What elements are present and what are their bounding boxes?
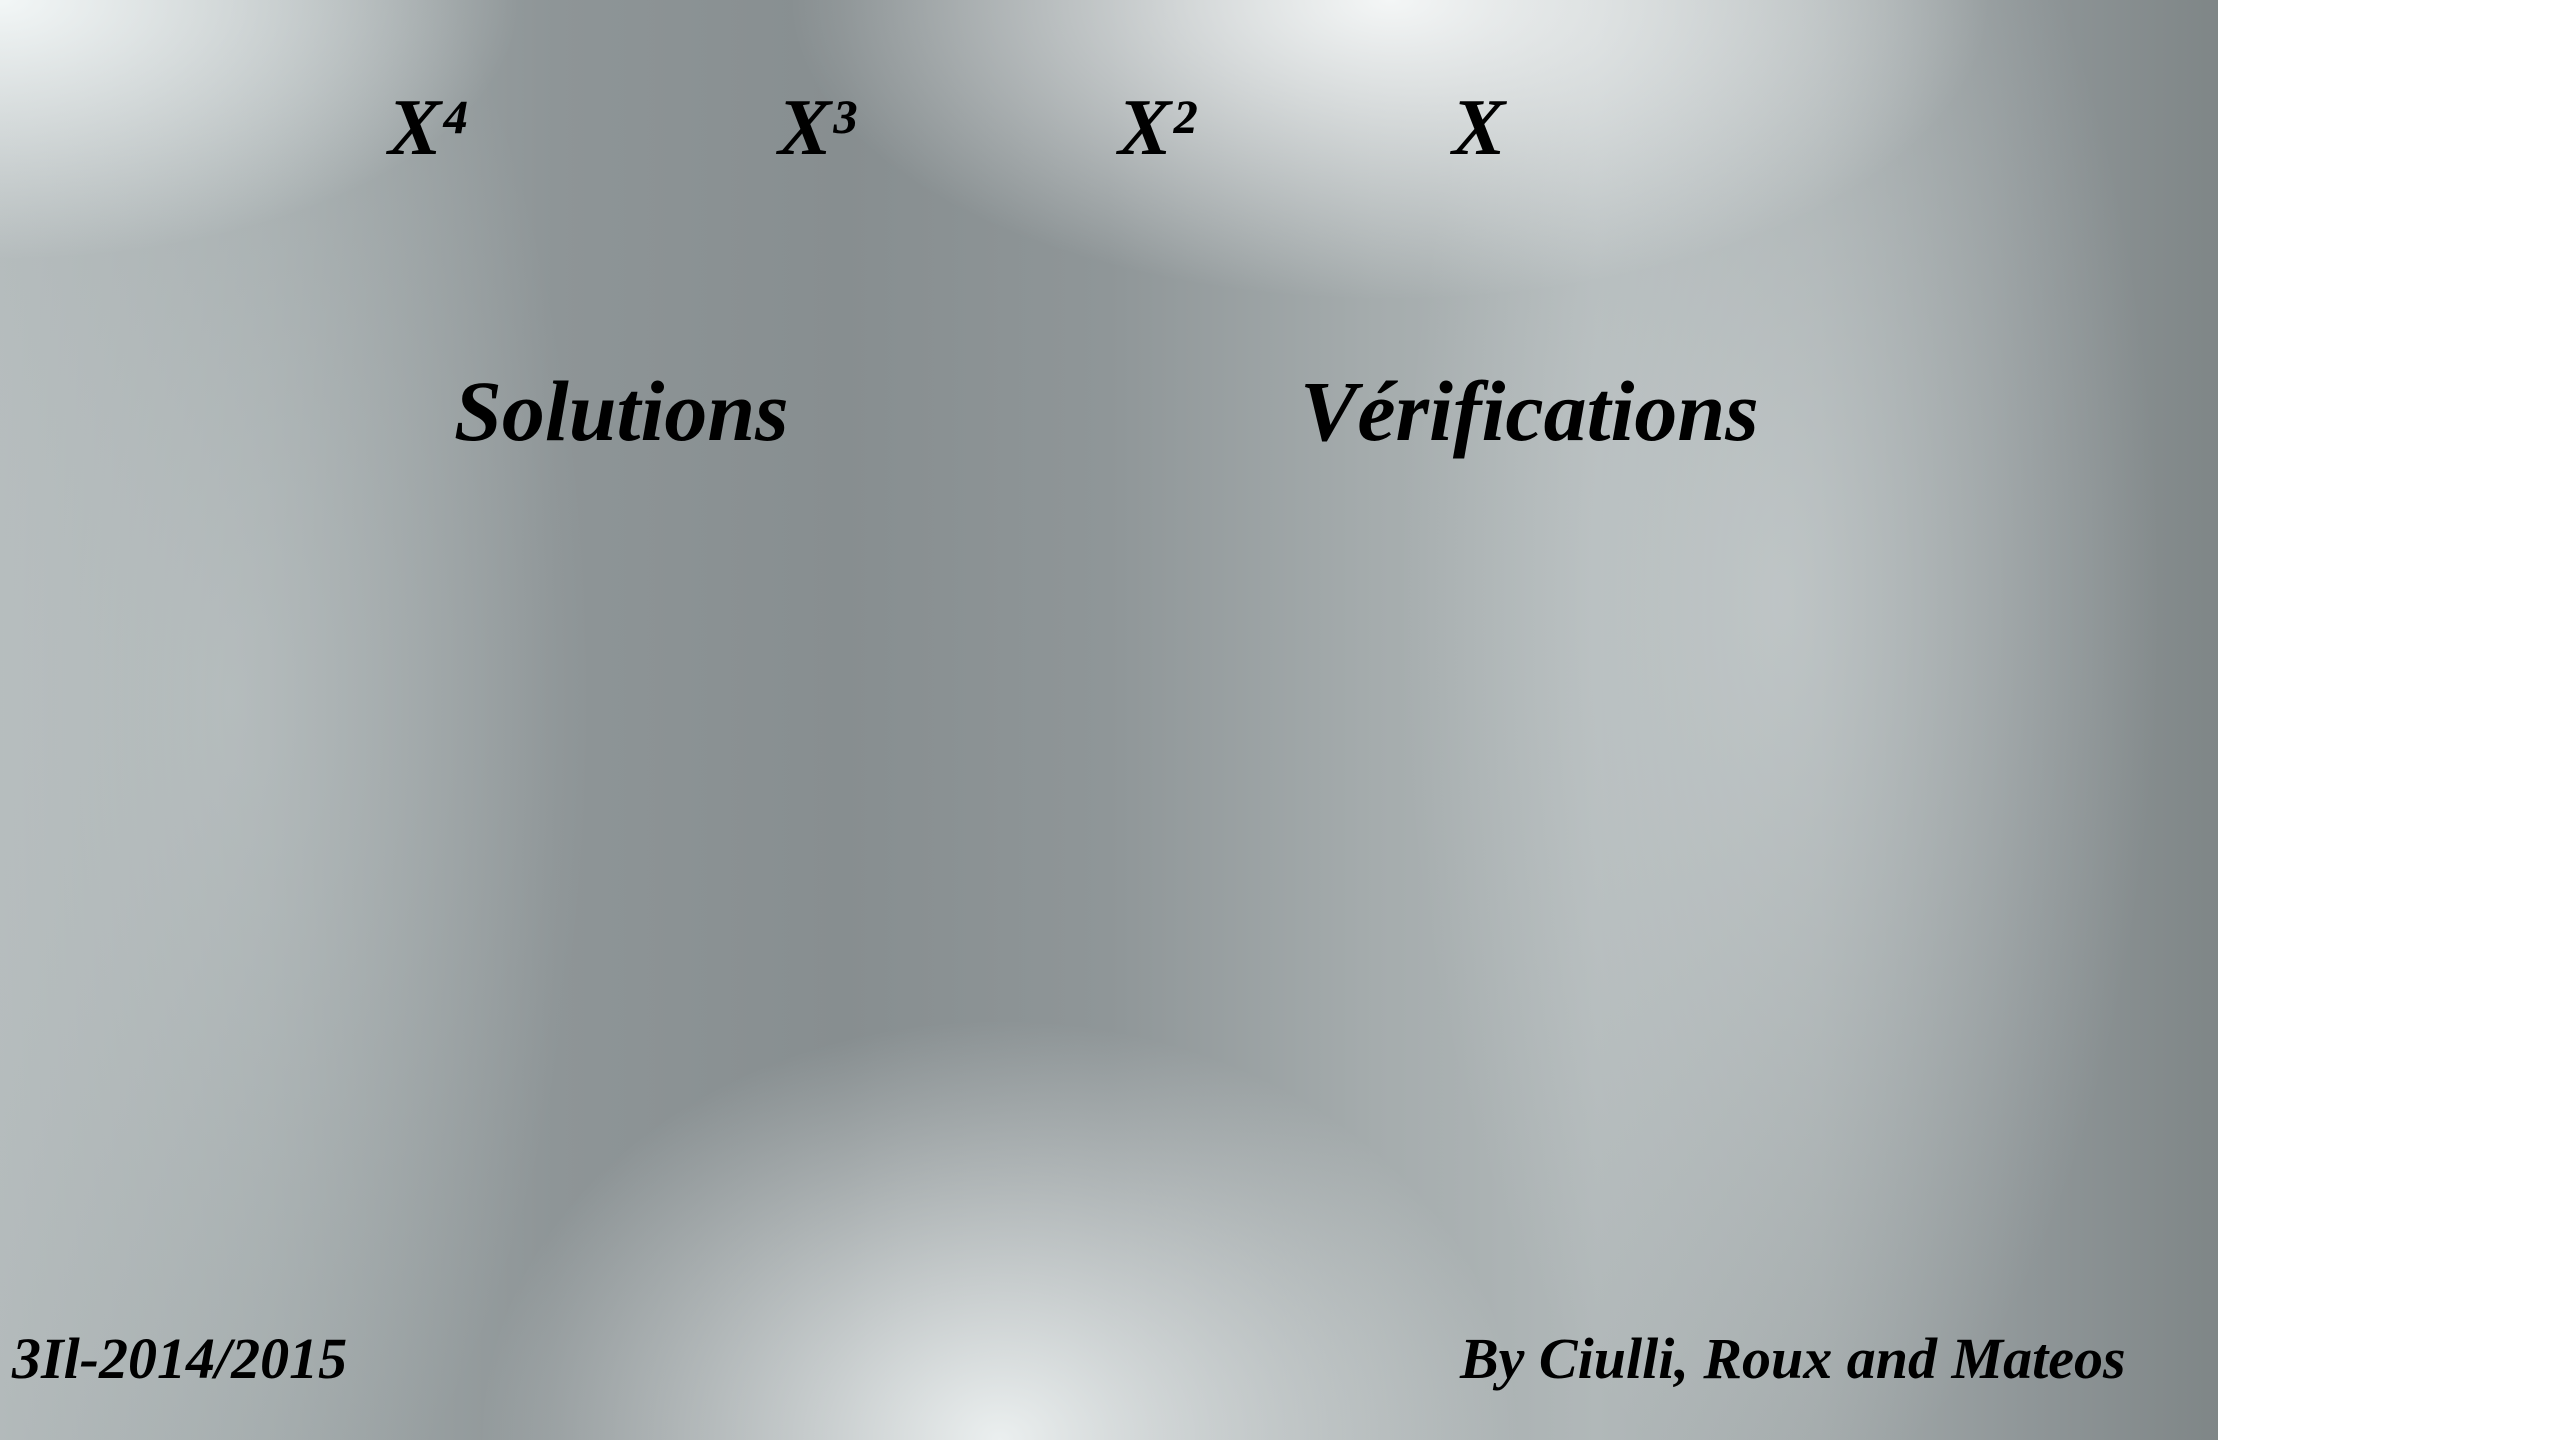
power-x2-label: X² (1118, 84, 1196, 172)
power-x3-label: X³ (778, 84, 856, 172)
power-x-label: X (1452, 84, 1506, 172)
slide: X⁴ X³ X² X Solutions Vérifications 3Il-2… (0, 0, 2218, 1440)
power-x4-label: X⁴ (388, 84, 470, 172)
authors-footer: By Ciulli, Roux and Mateos (1460, 1326, 2126, 1391)
solutions-heading: Solutions (454, 363, 789, 459)
verifications-heading: Vérifications (1300, 363, 1759, 459)
class-year-footer: 3Il-2014/2015 (12, 1326, 348, 1391)
